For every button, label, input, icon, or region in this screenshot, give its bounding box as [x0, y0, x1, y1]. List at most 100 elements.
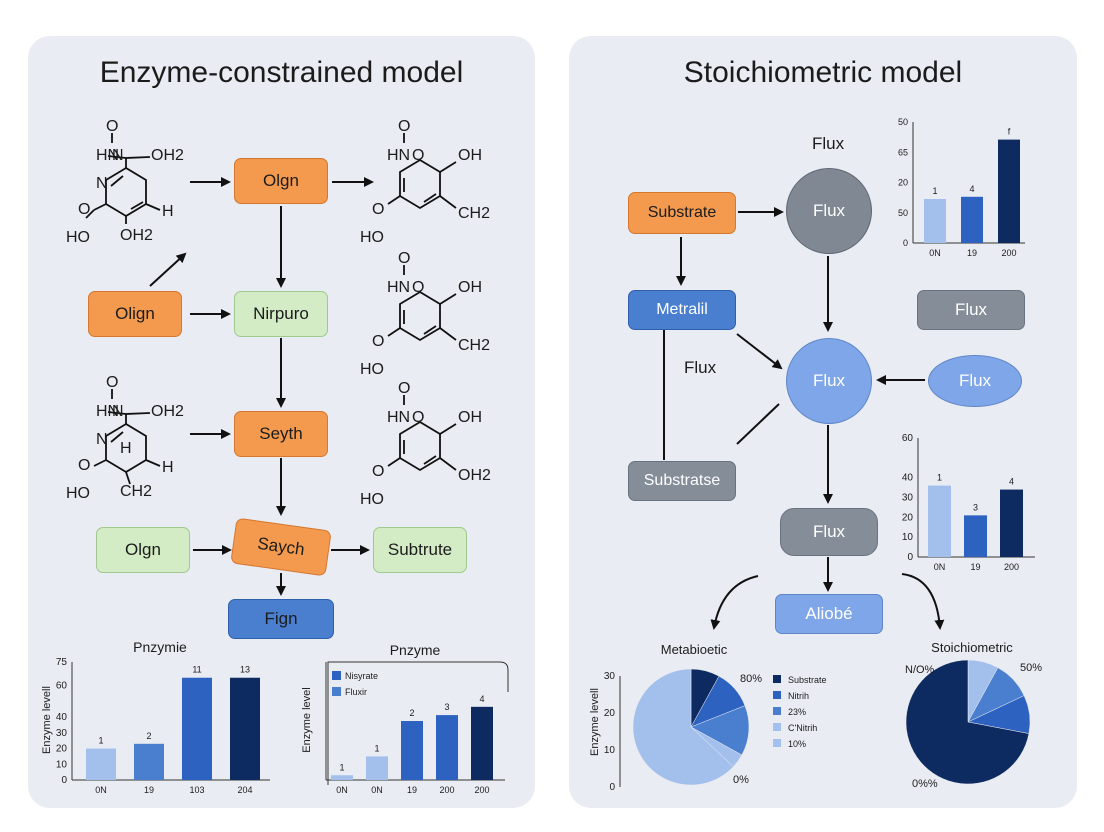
metabolic-pie-legend-swatch: [773, 707, 781, 715]
mol3-o-label: O: [398, 250, 410, 267]
mol4-h2-label: H: [162, 459, 174, 476]
enzyme-bar-left-title: Pnzymie: [133, 639, 187, 655]
flux-bar-top-data-label: f: [1008, 127, 1011, 137]
mol2-o3-label: O: [372, 201, 384, 218]
flux-bar-mid-ytick: 20: [902, 512, 914, 523]
mol1-o2-label: O: [78, 201, 90, 218]
metabolic-pie-legend-label: Nitrih: [788, 691, 809, 701]
metabolic-pie-ytick: 0: [609, 782, 615, 793]
mol5-o2-label: O: [412, 409, 424, 426]
mol1-hn-label: HN: [96, 147, 119, 164]
mol5-o-label: O: [398, 380, 410, 397]
mol2-o2-label: O: [412, 147, 424, 164]
enzyme-bar-left-ylabel: Enzyme levell: [41, 686, 53, 754]
mol2-oh-label: OH: [458, 147, 482, 164]
node-olgn-bottom: Olgn: [96, 527, 190, 573]
metabolic-pie-ylabel: Enzyme levell: [589, 688, 601, 756]
metabolic-pie-legend-label: 23%: [788, 707, 806, 717]
enzyme-bar-right-xtick: 19: [407, 785, 417, 795]
enzyme-bar-right-xtick: 0N: [371, 785, 383, 795]
flux-bar-top-bar: [924, 199, 946, 243]
flux-bar-mid-xtick: 19: [970, 562, 980, 572]
node-metralil: Metralil: [628, 290, 736, 330]
enzyme-bar-left-bar: [230, 677, 260, 780]
enzyme-bar-right-data-label: 1: [339, 762, 344, 772]
enzyme-bar-left-bar: [134, 743, 164, 780]
metabolic-pie-legend-swatch: [773, 691, 781, 699]
right-panel-title: Stoichiometric model: [683, 56, 963, 89]
mol1-h-label: H: [162, 203, 174, 220]
enzyme-bar-right-ylabel: Enzyme level: [301, 687, 313, 752]
mol1-o-label: O: [106, 118, 118, 135]
enzyme-bar-left-ytick: 10: [56, 759, 68, 770]
mol2-ch2-label: CH2: [458, 205, 490, 222]
metabolic-pie-legend-label: Substrate: [788, 675, 827, 685]
enzyme-bar-left-data-label: 2: [146, 731, 151, 741]
flux-bar-mid-bar: [964, 515, 987, 557]
node-fign: Fign: [228, 599, 334, 639]
metabolic-pie-legend-label: 10%: [788, 739, 806, 749]
flux-bar-mid-bar: [928, 485, 951, 557]
flux-bar-top-bar: [998, 139, 1020, 243]
flux-bar-top-xtick: 0N: [929, 248, 941, 258]
node-olign: Olign: [88, 291, 182, 337]
mol4-n-label: N: [112, 403, 124, 420]
mol4-n2-label: N: [96, 431, 108, 448]
enzyme-bar-right-bar: [471, 706, 493, 780]
mol5-ho-label: HO: [360, 491, 384, 508]
stoichiometric-pie-slice-label: 0%%: [912, 778, 938, 790]
metabolic-pie-title: Metabioetic: [661, 642, 728, 657]
mol4-o-label: O: [106, 374, 118, 391]
molecule-structure-1: [85, 133, 161, 224]
flux-bar-mid-ytick: 10: [902, 532, 914, 543]
enzyme-bar-left-xtick: 204: [237, 785, 252, 795]
mol3-ho-label: HO: [360, 361, 384, 378]
arrow-olign-diag: [149, 252, 187, 287]
flux-bar-mid-data-label: 3: [973, 502, 978, 512]
metabolic-pie-ytick: 30: [604, 671, 616, 682]
node-flux-circle-mid: Flux: [786, 338, 872, 424]
arrow-metralil-to-flux: [736, 333, 783, 370]
mol4-h-label: H: [120, 440, 132, 457]
flux-bar-top-data-label: 4: [969, 184, 974, 194]
enzyme-bar-right-bar: [436, 715, 458, 780]
enzyme-bar-right-legend-label: Fluxir: [345, 687, 367, 697]
mol1-ho-label: HO: [66, 229, 90, 246]
enzyme-bar-right-data-label: 3: [444, 702, 449, 712]
metabolic-pie-slice: [690, 705, 750, 756]
mol1-n2-label: N: [96, 175, 108, 192]
enzyme-bar-left-ytick: 40: [56, 712, 68, 723]
enzyme-bar-left-data-label: 1: [98, 736, 103, 746]
enzyme-bar-left-ytick: 0: [61, 775, 67, 786]
metabolic-pie-legend-swatch: [773, 675, 781, 683]
left-panel-title: Enzyme-constrained model: [99, 56, 464, 89]
flux-bar-top-bar: [961, 196, 983, 243]
enzyme-bar-left-ytick: 20: [56, 744, 68, 755]
enzyme-bar-left-bar: [182, 677, 212, 780]
molecule-structure-3: [387, 265, 457, 342]
mol4-ch2-label: CH2: [120, 483, 152, 500]
flux-bar-mid-xtick: 0N: [934, 562, 946, 572]
node-flux-ellipse-right: Flux: [928, 355, 1022, 407]
arrow-curve-to-stoich: [901, 573, 945, 630]
flux-bar-mid-ytick: 60: [902, 433, 914, 444]
arrow-curve-to-metabolic: [710, 575, 759, 630]
molecule-structure-4: [93, 389, 161, 485]
flux-bar-mid-bar: [1000, 489, 1023, 557]
node-subtrute: Subtrute: [373, 527, 467, 573]
metabolic-pie-ytick: 20: [604, 708, 616, 719]
mol3-oh-label: OH: [458, 279, 482, 296]
stoichiometric-pie-slice-label: N/O%: [905, 664, 935, 676]
metabolic-pie-slice-label: 80%: [740, 673, 762, 685]
flux-bar-mid-data-label: 4: [1009, 477, 1014, 487]
metabolic-pie-legend-label: C'Nitrih: [788, 723, 817, 733]
mol2-hn-label: HN: [387, 147, 410, 164]
enzyme-bar-right-legend-swatch: [332, 687, 341, 696]
flux-bar-top-xtick: 200: [1001, 248, 1016, 258]
enzyme-bar-right-legend-label: Nisyrate: [345, 671, 378, 681]
enzyme-bar-left-xtick: 103: [189, 785, 204, 795]
enzyme-bar-right-data-label: 1: [374, 743, 379, 753]
